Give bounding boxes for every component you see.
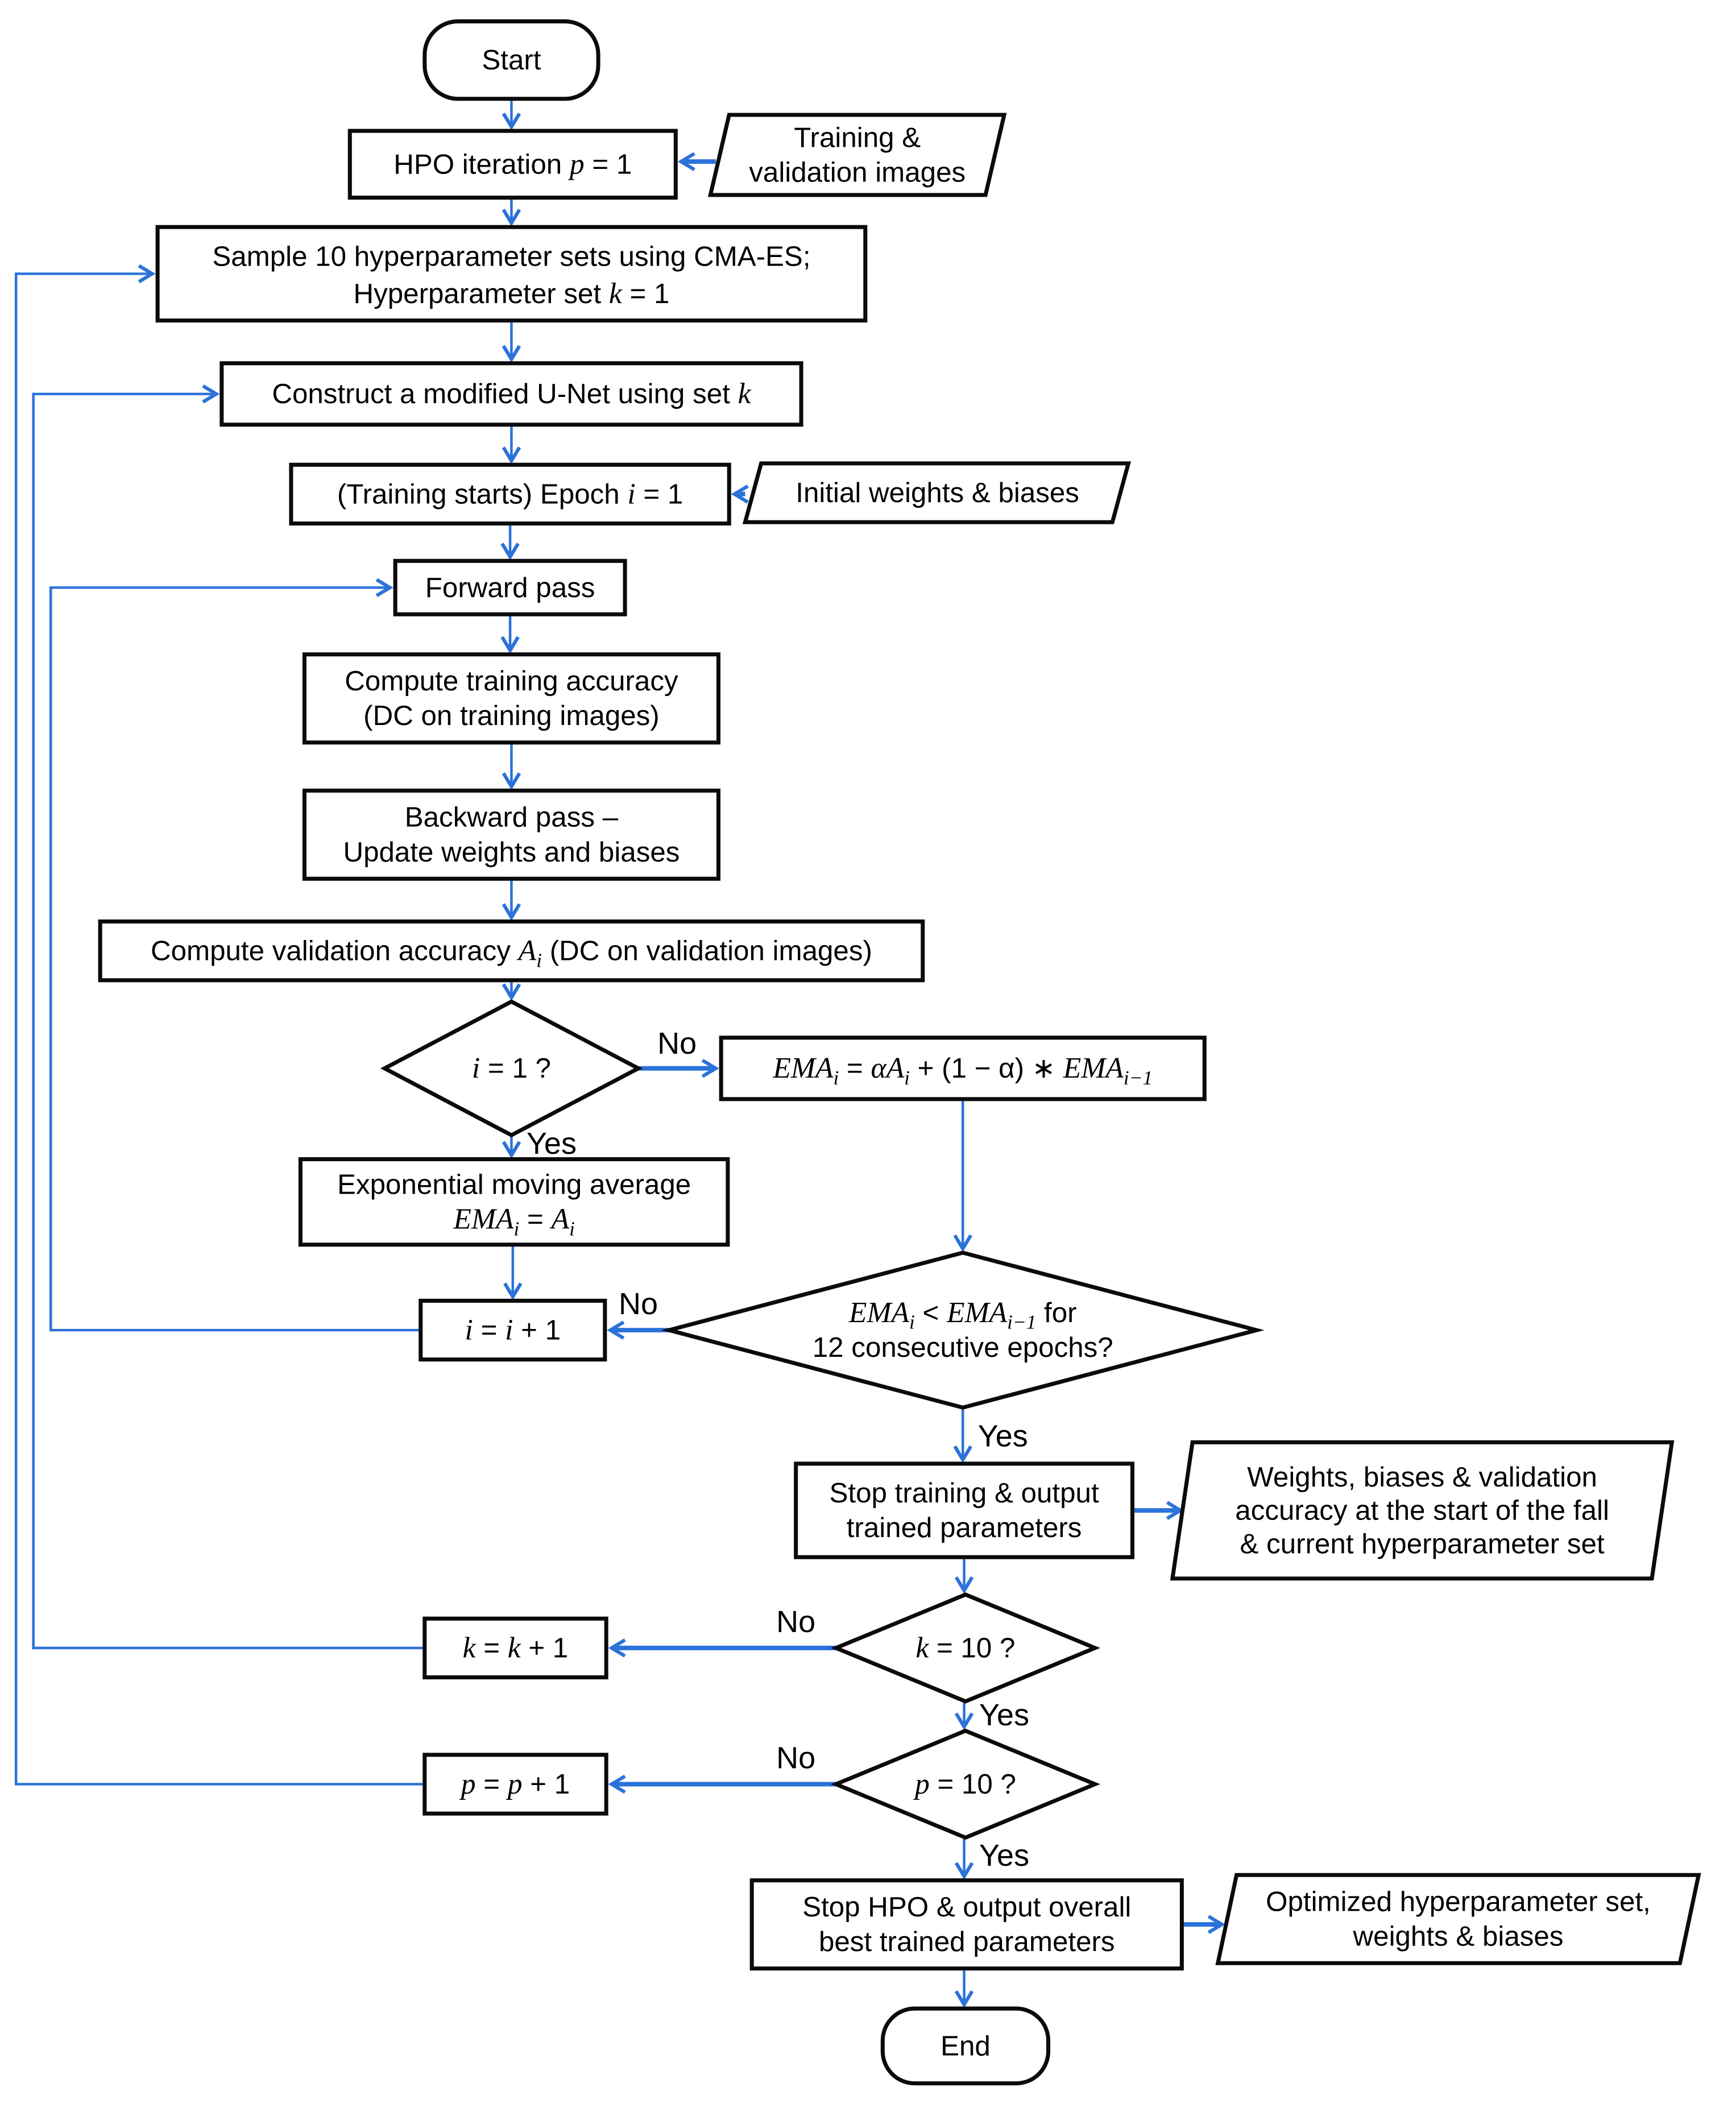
is-last-set-label: k = 10 ? [915, 1631, 1015, 1664]
is-first-epoch-label: i = 1 ? [472, 1052, 551, 1084]
stop-hpo-box-shape [749, 1878, 1184, 1971]
ema-update-label: EMAi = αAi + (1 − α) ∗ EMAi−1 [772, 1052, 1153, 1089]
training-starts-box-shape [289, 462, 731, 526]
compute-training-accuracy-label-line1: Compute training accuracy [345, 665, 678, 697]
stop-hpo-label-line1: Stop HPO & output overall [802, 1891, 1131, 1923]
initial-weights-parallelogram-shape [742, 461, 1132, 524]
i1-yes-label: Yes [527, 1127, 577, 1161]
start-terminator-shape [422, 19, 600, 101]
ema-init-label-line2: EMAi = Ai [453, 1203, 574, 1240]
stop-training-label-line2: trained parameters [847, 1512, 1082, 1543]
end-terminator-shape [880, 2006, 1051, 2086]
optimized-output-parallelogram-shape [1215, 1873, 1701, 1965]
backward-pass-label-line1: Backward pass – [405, 802, 619, 833]
increment-epoch-box-shape [419, 1298, 607, 1362]
construct-unet-box-shape [219, 361, 803, 427]
edge-epoch-loop [49, 578, 421, 1332]
backward-pass-box-shape [302, 788, 720, 881]
compute-training-accuracy-box-shape [302, 652, 720, 745]
weights-output-label-line2: accuracy at the start of the fall [1235, 1495, 1609, 1526]
sample-sets-label-line1: Sample 10 hyperparameter sets using CMA-… [212, 241, 810, 272]
k-no-label: No [776, 1605, 815, 1639]
is-last-iteration-label: p = 10 ? [913, 1768, 1016, 1800]
ema-falling-diamond-shape [661, 1250, 1265, 1410]
hpo-init-box-shape [347, 129, 678, 200]
compute-validation-accuracy-box-shape [98, 919, 925, 983]
increment-set-label: k = k + 1 [463, 1631, 569, 1664]
training-validation-images-label-line2: validation images [749, 156, 966, 188]
optimized-output-label-line1: Optimized hyperparameter set, [1266, 1886, 1651, 1918]
p-no-label: No [776, 1741, 815, 1775]
increment-epoch-label: i = i + 1 [465, 1314, 561, 1347]
backward-pass-label-line2: Update weights and biases [343, 836, 680, 868]
compute-training-accuracy-label-line2: (DC on training images) [363, 700, 660, 731]
increment-iteration-label: p = p + 1 [459, 1768, 570, 1800]
ema-init-label-line1: Exponential moving average [337, 1169, 691, 1200]
sample-sets-box-shape [155, 225, 868, 323]
forward-pass-box-shape [393, 558, 627, 616]
edge-iteration-loop [14, 264, 425, 1786]
stop-training-label-line1: Stop training & output [830, 1477, 1099, 1509]
is-last-set-diamond-shape [830, 1592, 1100, 1704]
ema-falling-label-line1: EMAi < EMAi−1 for [848, 1297, 1077, 1334]
p-yes-label: Yes [979, 1838, 1029, 1873]
ema-falling-yes-label: Yes [978, 1419, 1028, 1453]
ema-update-box-shape [719, 1036, 1207, 1101]
training-validation-images-label-line1: Training & [794, 122, 921, 153]
compute-validation-accuracy-label: Compute validation accuracy Ai (DC on va… [151, 935, 872, 972]
training-validation-images-parallelogram-shape [707, 113, 1007, 197]
stop-training-box-shape [794, 1461, 1135, 1559]
is-first-epoch-diamond-shape [380, 999, 643, 1138]
edge-set-loop [32, 384, 425, 1650]
i1-no-label: No [657, 1026, 697, 1061]
optimized-output-label-line2: weights & biases [1353, 1921, 1564, 1952]
weights-output-label-line1: Weights, biases & validation [1247, 1461, 1597, 1493]
ema-init-box-shape [298, 1157, 730, 1247]
start-label: Start [482, 44, 541, 76]
is-last-iteration-diamond-shape [830, 1728, 1100, 1840]
increment-set-box-shape [422, 1616, 608, 1680]
increment-iteration-box-shape [422, 1753, 608, 1816]
training-starts-label: (Training starts) Epoch i = 1 [337, 478, 683, 510]
weights-output-label-line3: & current hyperparameter set [1240, 1528, 1605, 1559]
weights-output-parallelogram-shape [1170, 1440, 1675, 1581]
forward-pass-label: Forward pass [425, 572, 595, 603]
ema-falling-label-line2: 12 consecutive epochs? [813, 1332, 1113, 1363]
end-label: End [940, 2030, 991, 2061]
construct-unet-label: Construct a modified U-Net using set k [272, 378, 751, 410]
stop-hpo-label-line2: best trained parameters [819, 1926, 1115, 1957]
k-yes-label: Yes [979, 1698, 1029, 1732]
ema-falling-no-label: No [619, 1287, 658, 1321]
hpo-init-label: HPO iteration p = 1 [393, 148, 632, 180]
initial-weights-label: Initial weights & biases [796, 477, 1079, 508]
sample-sets-label-line2: Hyperparameter set k = 1 [354, 278, 670, 310]
